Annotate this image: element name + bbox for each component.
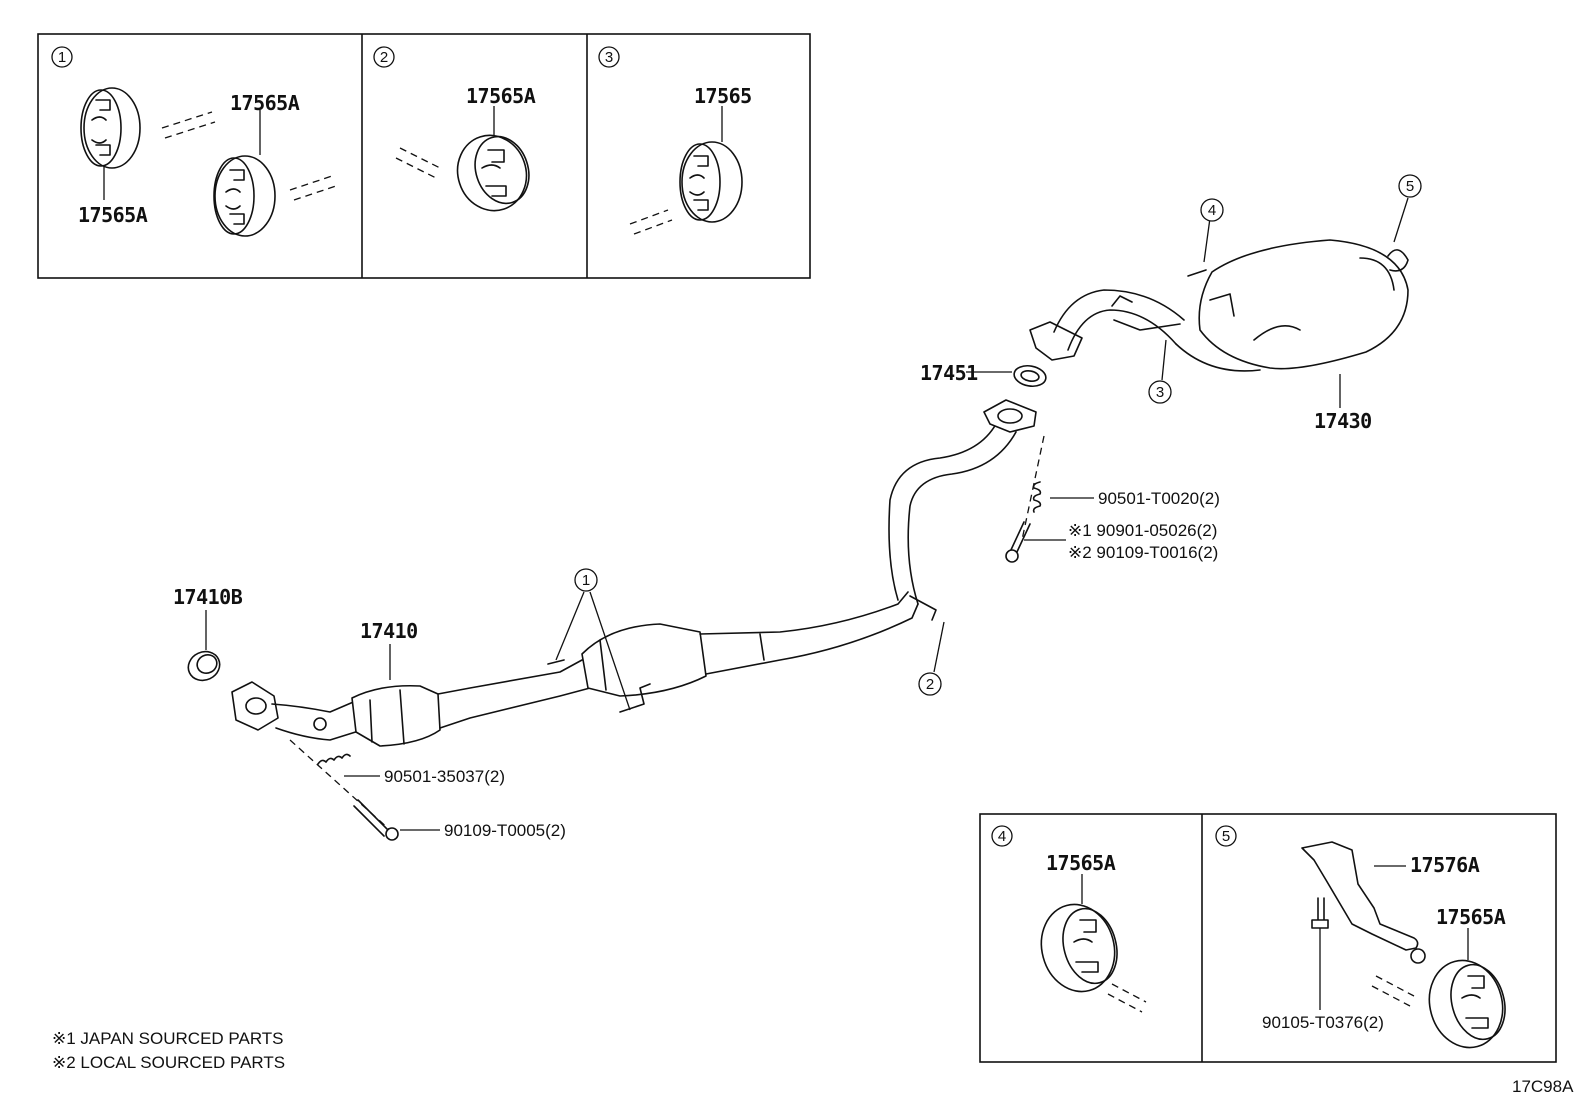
part-label: 17565A [78, 203, 148, 227]
bracket-icon [1301, 841, 1426, 964]
bolt-icon [353, 799, 389, 837]
svg-text:2: 2 [926, 676, 934, 693]
part-label: 17565A [230, 91, 300, 115]
part-label: 90501-T0020(2) [1098, 489, 1220, 508]
center-pipe[interactable] [547, 591, 937, 713]
rubber-hanger-icon [213, 155, 276, 237]
front-fasteners[interactable]: 90501-35037(2) 90109-T0005(2) [289, 739, 566, 841]
callout-4[interactable]: 4 [1200, 198, 1224, 263]
rubber-hanger-icon [456, 134, 530, 212]
inset-5[interactable]: 5 90105-T0376(2) 17576A 17565A [1215, 825, 1513, 1056]
part-label: 90501-35037(2) [384, 767, 505, 786]
inset-3[interactable]: 3 17565 [598, 46, 752, 235]
rubber-hanger-icon [679, 141, 743, 223]
part-label: 17451 [920, 361, 978, 385]
bolt-icon [1009, 521, 1031, 555]
part-label: 17565A [1046, 851, 1116, 875]
svg-text:5: 5 [1406, 178, 1414, 195]
footnote-japan: ※1 JAPAN SOURCED PARTS [52, 1029, 284, 1048]
part-label: 17565A [466, 84, 536, 108]
callout-5[interactable]: 5 [1393, 174, 1422, 243]
inset-number: 3 [605, 49, 613, 66]
inset-panel-top: 1 17565A 17565A 2 [37, 33, 811, 279]
part-label: 90109-T0005(2) [444, 821, 566, 840]
gasket-17410b[interactable]: 17410B [173, 585, 243, 685]
spring-icon [317, 753, 351, 765]
footnote-local: ※2 LOCAL SOURCED PARTS [52, 1053, 285, 1072]
part-label: 17576A [1410, 853, 1480, 877]
part-label: 90105-T0376(2) [1262, 1013, 1384, 1032]
inset-number: 1 [58, 49, 66, 66]
inset-number: 5 [1222, 828, 1230, 845]
inset-2[interactable]: 2 17565A [373, 46, 537, 220]
rubber-hanger-icon [1040, 903, 1118, 993]
front-pipe-17410[interactable]: 17410 [231, 619, 591, 747]
callout-1[interactable]: 1 [555, 568, 631, 711]
part-label: 17410 [360, 619, 418, 643]
inset-number: 4 [998, 828, 1006, 845]
part-label: ※1 90901-05026(2) [1068, 521, 1217, 540]
muffler-17430[interactable]: 17430 [1029, 239, 1409, 433]
inset-1[interactable]: 1 17565A 17565A [51, 46, 337, 237]
gasket-17451[interactable]: 17451 [920, 361, 1047, 389]
rear-fasteners[interactable]: 90501-T0020(2) ※1 90901-05026(2) ※2 9010… [1005, 435, 1220, 563]
svg-text:3: 3 [1156, 384, 1164, 401]
part-label: ※2 90109-T0016(2) [1068, 543, 1218, 562]
inset-4[interactable]: 4 17565A [991, 825, 1147, 1013]
part-label: 17565A [1436, 905, 1506, 929]
spring-icon [1032, 481, 1042, 513]
rubber-hanger-icon [1428, 959, 1506, 1049]
bolt-icon [1311, 897, 1329, 929]
inset-number: 2 [380, 49, 388, 66]
part-label: 17565 [694, 84, 752, 108]
rubber-hanger-icon [80, 87, 141, 169]
svg-text:4: 4 [1208, 202, 1216, 219]
intermediate-pipe[interactable] [888, 399, 1037, 605]
diagram-code: 17C98A [1512, 1077, 1574, 1096]
svg-text:1: 1 [582, 572, 590, 589]
part-label: 17410B [173, 585, 243, 609]
inset-panel-bottom: 4 17565A 5 90105-T0376(2) [979, 813, 1557, 1063]
callout-2[interactable]: 2 [918, 621, 945, 696]
part-label: 17430 [1314, 409, 1372, 433]
callout-3[interactable]: 3 [1148, 339, 1172, 404]
